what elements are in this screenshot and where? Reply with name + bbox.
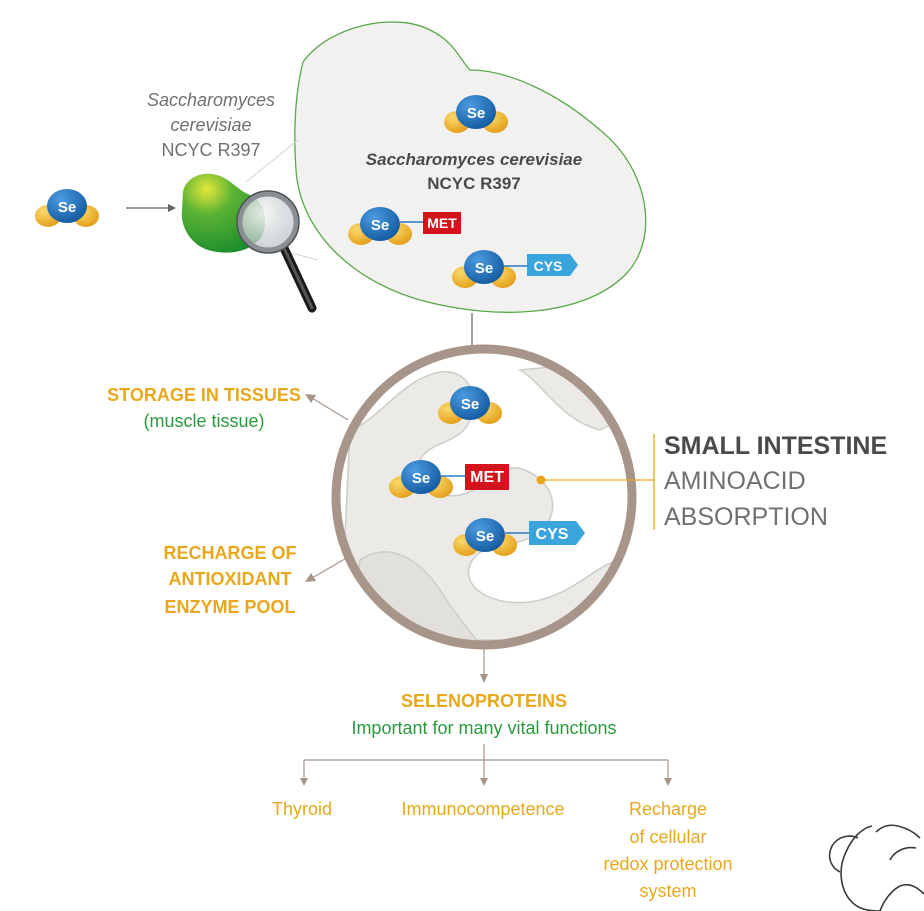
arrow-to-recharge xyxy=(311,555,351,579)
yeast-species-label: cerevisiae xyxy=(170,115,252,135)
cys-label: CYS xyxy=(534,258,563,274)
arrow-to-storage xyxy=(311,397,349,421)
intestine-subtitle: AMINOACID xyxy=(664,467,806,495)
function-redox: Recharge xyxy=(628,799,708,819)
se-label: Se xyxy=(58,199,76,216)
met-label: MET xyxy=(427,215,457,231)
cys-label: CYS xyxy=(536,526,569,543)
cell-strain-title: NCYC R397 xyxy=(427,174,521,193)
se-label: Se xyxy=(461,396,479,413)
yeast-strain-label: NCYC R397 xyxy=(161,140,261,160)
selenoproteins-title: SELENOPROTEINS xyxy=(400,691,568,711)
recharge-line: ENZYME POOL xyxy=(164,597,296,617)
yeast-species-label: Saccharomyces xyxy=(146,90,276,110)
magnifier-icon xyxy=(236,190,317,313)
cell-species-title: Saccharomyces cerevisiae xyxy=(365,150,583,169)
intestine-ring xyxy=(331,344,637,650)
function-redox: system xyxy=(639,881,697,901)
function-redox: redox protection xyxy=(603,854,733,874)
se-label: Se xyxy=(371,217,389,234)
pet-silhouette-icon xyxy=(828,824,924,911)
recharge-line: RECHARGE OF xyxy=(163,543,297,563)
storage-subtitle: (muscle tissue) xyxy=(143,411,265,431)
met-tag-cell xyxy=(423,212,461,234)
storage-title: STORAGE IN TISSUES xyxy=(107,385,301,405)
met-tag-intestine xyxy=(465,464,509,490)
function-thyroid: Thyroid xyxy=(271,799,333,819)
intestine-subtitle: ABSORPTION xyxy=(664,503,828,531)
function-redox: of cellular xyxy=(629,827,707,847)
cys-tag-cell xyxy=(527,254,578,276)
se-label: Se xyxy=(467,105,485,122)
se-label: Se xyxy=(475,260,493,277)
met-label: MET xyxy=(470,469,504,486)
zoom-line-top xyxy=(245,139,299,183)
se-label: Se xyxy=(476,528,494,545)
recharge-line: ANTIOXIDANT xyxy=(168,569,292,589)
intestine-title: SMALL INTESTINE xyxy=(664,432,888,460)
se-label: Se xyxy=(412,470,430,487)
cys-tag-intestine xyxy=(529,521,585,545)
selenoproteins-subtitle: Important for many vital functions xyxy=(351,718,617,738)
function-immunocompetence: Immunocompetence xyxy=(401,799,565,819)
functions-branch xyxy=(300,744,672,786)
